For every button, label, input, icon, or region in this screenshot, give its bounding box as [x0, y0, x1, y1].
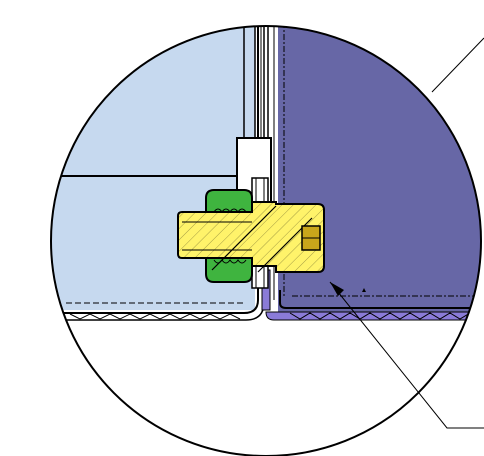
leader-top-right	[431, 37, 484, 93]
leader-bottom-right	[329, 281, 484, 429]
threaded-fitting	[177, 201, 325, 273]
leader-arrowhead	[330, 282, 344, 296]
right-panel	[265, 26, 481, 321]
lower-nut	[205, 257, 253, 283]
detail-circle-outline	[50, 25, 482, 456]
upper-nut	[205, 189, 253, 215]
